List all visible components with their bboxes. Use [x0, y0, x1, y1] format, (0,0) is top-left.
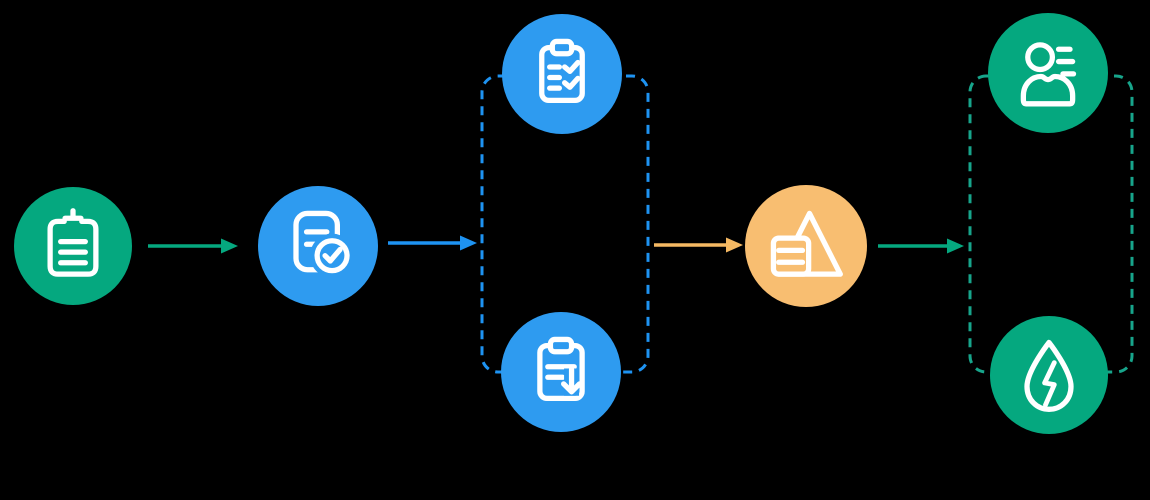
- node-layered-pyramid: [745, 185, 867, 307]
- clipboard-checklist-icon: [539, 38, 585, 104]
- clipboard-download-icon: [537, 336, 585, 402]
- layered-pyramid-icon: [770, 210, 843, 277]
- node-user-profile: [988, 13, 1108, 133]
- node-clipboard-note-circle: [14, 187, 132, 305]
- arrow-3-head: [726, 237, 743, 253]
- node-energy-drop: [990, 316, 1108, 434]
- arrow-4-head: [947, 238, 964, 254]
- node-clipboard-note: [14, 187, 132, 305]
- user-profile-icon: [1020, 42, 1077, 107]
- node-clipboard-checklist: [502, 14, 622, 134]
- arrow-2-head: [460, 235, 477, 251]
- node-clipboard-checklist-circle: [502, 14, 622, 134]
- arrow-4-green: [878, 238, 964, 254]
- document-check-icon: [293, 210, 355, 278]
- node-clipboard-download: [501, 312, 621, 432]
- arrow-1-head: [221, 238, 238, 254]
- arrow-2-blue: [388, 235, 477, 251]
- node-user-profile-circle: [988, 13, 1108, 133]
- clipboard-note-icon: [47, 208, 99, 277]
- energy-drop-icon: [1024, 339, 1074, 412]
- arrow-3-orange: [654, 237, 743, 253]
- arrow-1-green: [148, 238, 238, 254]
- node-clipboard-download-circle: [501, 312, 621, 432]
- node-document-check: [258, 186, 378, 306]
